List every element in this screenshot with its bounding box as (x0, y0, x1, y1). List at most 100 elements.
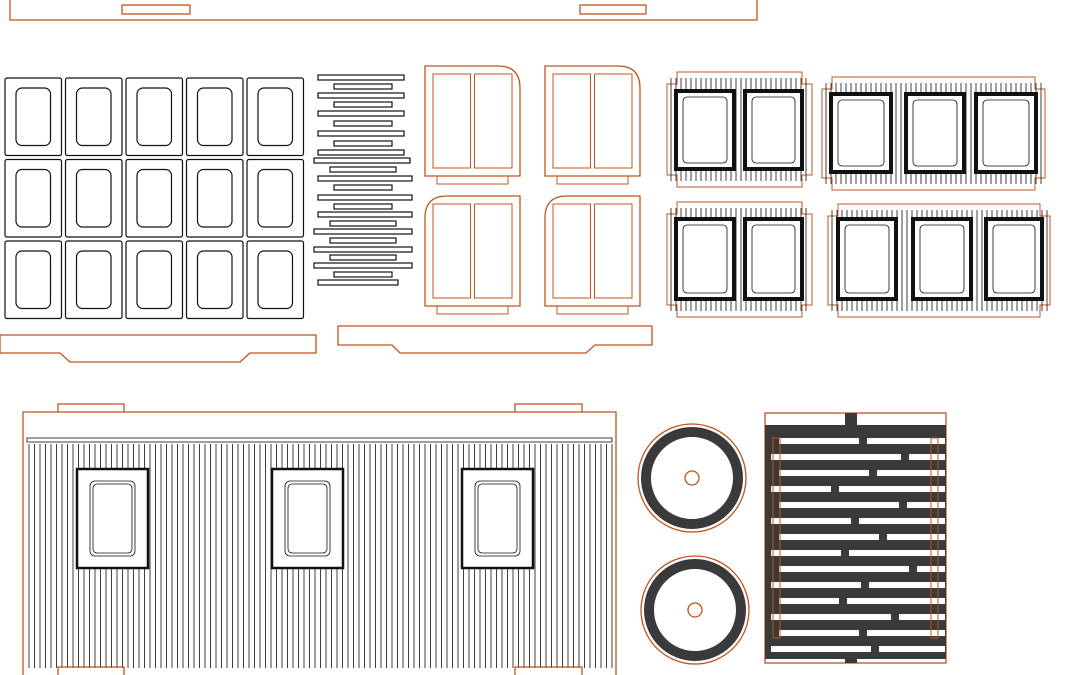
window-backing (676, 91, 734, 169)
plank-gap (867, 438, 945, 444)
sash-strip (313, 262, 413, 269)
window-glass (751, 96, 796, 164)
window-frame (4, 240, 63, 320)
plank-gap (867, 630, 945, 636)
wheel-outline (640, 555, 750, 665)
plank-gap (879, 646, 945, 652)
plank-center-notch (845, 657, 857, 663)
sash-strip (317, 149, 405, 156)
window-opening (196, 87, 233, 147)
plank-gap (779, 598, 839, 604)
wheels (637, 423, 750, 665)
window-backing (77, 469, 148, 568)
sash-strip (333, 83, 393, 90)
window-frame (246, 240, 305, 320)
top-base-plate (9, 0, 758, 21)
side-window-frame (270, 467, 345, 570)
sash-strip (317, 175, 413, 182)
door-outline (544, 195, 641, 307)
window-frame (246, 158, 305, 238)
sash-strip (317, 110, 405, 117)
window-opening (75, 168, 112, 228)
side-window-glass (474, 480, 521, 557)
window-backing (913, 219, 971, 299)
window-backing (838, 219, 896, 299)
window-frame-bold (911, 217, 973, 301)
sash-strip (313, 157, 411, 164)
plank-gap (771, 486, 831, 492)
sash-strip (333, 101, 393, 108)
window-sash-strips (313, 74, 413, 286)
plank-gap (771, 614, 891, 620)
window-frame (125, 158, 184, 238)
sash-strip (329, 237, 397, 244)
door-outline (424, 195, 521, 307)
plank-gap (771, 454, 901, 460)
door-tab (436, 175, 509, 185)
plank-gap (779, 502, 899, 508)
sash-strip (333, 120, 393, 127)
window-frame (185, 158, 244, 238)
corrugated-window-panels (666, 71, 1051, 318)
plank-gap (771, 550, 841, 556)
wall-cornice (26, 437, 613, 443)
corrugated-side-wall (22, 403, 617, 675)
window-frame (64, 77, 123, 157)
plank-panel-fill (765, 425, 946, 659)
window-glass (912, 99, 958, 167)
sash-strip (333, 203, 393, 210)
door-panels (424, 65, 641, 315)
door-outline (544, 65, 641, 177)
side-window-inner (92, 483, 133, 554)
wheel-axle-hole (684, 470, 700, 486)
plank-gap (909, 454, 945, 460)
window-opening (75, 87, 112, 147)
plank-gap (847, 598, 945, 604)
plank-floor-panel (764, 412, 947, 664)
window-opening (136, 168, 173, 228)
window-opening (136, 250, 173, 310)
window-backing (976, 94, 1036, 172)
wall-tab (57, 666, 125, 675)
window-opening (15, 250, 52, 310)
window-frame-bold (836, 217, 898, 301)
door-tab (556, 175, 629, 185)
sash-strip (333, 184, 393, 191)
window-frame-grid (4, 77, 305, 320)
side-window-glass (284, 480, 331, 557)
side-window-frame (460, 467, 535, 570)
window-backing (676, 219, 734, 299)
window-backing (462, 469, 533, 568)
window-frame-bold (674, 217, 736, 301)
floor-strip-left (0, 334, 317, 363)
plank-gap (859, 518, 945, 524)
wheel-axle-hole (687, 602, 703, 618)
window-frame (185, 240, 244, 320)
plank-gap (771, 646, 871, 652)
door-tab (436, 305, 509, 315)
sash-strip (333, 140, 393, 147)
side-window-inner (287, 483, 328, 554)
door-leaf-right (594, 203, 633, 299)
window-glass (919, 224, 965, 294)
window-frame-bold (829, 92, 893, 174)
sash-strip (317, 74, 405, 81)
door-leaf-right (474, 73, 513, 169)
wall-tab (514, 403, 583, 412)
panel-outline (666, 71, 813, 188)
side-window-glass (89, 480, 136, 557)
door-leaf-left (432, 203, 471, 299)
sash-strip (317, 211, 413, 218)
window-backing (906, 94, 964, 172)
sash-strip (313, 246, 413, 253)
door-leaf-left (552, 73, 591, 169)
wheel-outline (637, 423, 747, 533)
door-leaf-left (552, 203, 591, 299)
window-opening (75, 250, 112, 310)
door-leaf-right (474, 203, 513, 299)
wall-tab (57, 403, 125, 412)
window-backing (745, 219, 802, 299)
window-opening (196, 168, 233, 228)
side-window-frame (75, 467, 150, 570)
